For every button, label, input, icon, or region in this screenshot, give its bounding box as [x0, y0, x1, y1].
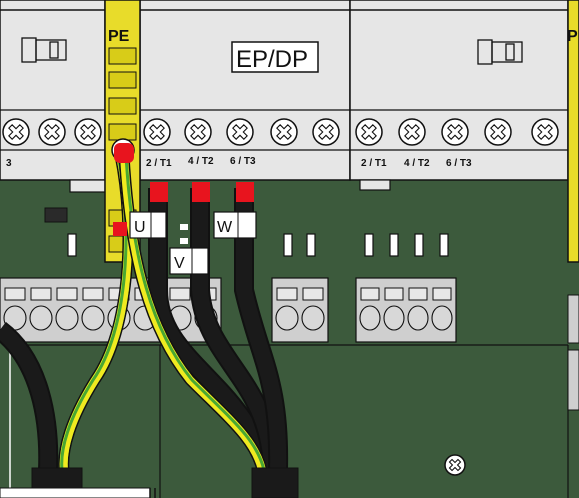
- terminal-label: 4 / T2: [188, 156, 214, 167]
- terminal-label: 2 / T1: [361, 158, 387, 169]
- terminal-block: [0, 277, 161, 343]
- terminal-label: 4 / T2: [404, 158, 430, 169]
- phillips-screw-icon: [444, 454, 466, 476]
- terminal-block: [355, 277, 457, 343]
- wire-marker-u: U: [129, 211, 167, 239]
- pe-label-right: P: [567, 28, 578, 45]
- phillips-screw-icon: [38, 118, 66, 146]
- relay-symbol-icon: [477, 39, 523, 65]
- wire-marker-w: W: [213, 211, 257, 239]
- relay-symbol-icon: [21, 37, 67, 63]
- right-side-component: [567, 349, 579, 411]
- left-terminal-label: 3: [6, 158, 12, 169]
- phillips-screw-icon: [531, 118, 559, 146]
- terminal-labels-center: 2 / T1 4 / T2 6 / T3: [146, 156, 256, 169]
- ferrule-w: [236, 182, 254, 202]
- phillips-screw-icon: [398, 118, 426, 146]
- center-contactor-housing: [139, 0, 351, 181]
- phillips-screw-icon: [2, 118, 30, 146]
- module-title: EP/DP: [236, 46, 308, 73]
- pe-label: PE: [108, 28, 130, 45]
- terminal-screws: [2, 118, 559, 162]
- pcb-components: [44, 207, 449, 257]
- ferrule-v: [192, 182, 210, 202]
- wire-marker-u-label: U: [134, 219, 146, 236]
- left-contactor-housing: [0, 0, 106, 193]
- phillips-screw-icon: [312, 118, 340, 146]
- right-contactor-housing: [349, 0, 569, 191]
- terminal-label: 2 / T1: [146, 158, 172, 169]
- ferrule-u: [150, 182, 168, 202]
- terminal-labels-right: 2 / T1 4 / T2 6 / T3: [361, 158, 472, 169]
- cable-gland-right: [251, 467, 299, 498]
- phillips-screw-icon: [226, 118, 254, 146]
- ferrule-pe: [114, 143, 134, 163]
- ferrules: [113, 143, 254, 236]
- wire-black-core: [0, 323, 57, 471]
- phillips-screw-icon: [270, 118, 298, 146]
- phillips-screw-icon: [484, 118, 512, 146]
- phillips-screw-icon: [355, 118, 383, 146]
- pe-rail-right: [567, 0, 579, 263]
- phillips-screw-icon: [444, 454, 466, 476]
- phillips-screw-icon: [441, 118, 469, 146]
- ferrule-pe-low: [113, 222, 127, 236]
- terminal-block: [271, 277, 329, 343]
- wire-marker-v-label: V: [174, 255, 185, 272]
- terminal-label: 6 / T3: [230, 156, 256, 167]
- phillips-screw-icon: [184, 118, 212, 146]
- phillips-screw-icon: [74, 118, 102, 146]
- phillips-screw-icon: [143, 118, 171, 146]
- right-side-component: [567, 294, 579, 344]
- wires: [0, 153, 289, 474]
- terminal-label: 6 / T3: [446, 158, 472, 169]
- wire-marker-w-label: W: [217, 219, 233, 236]
- bottom-strip: [0, 487, 151, 498]
- wire-marker-v: V: [169, 247, 209, 275]
